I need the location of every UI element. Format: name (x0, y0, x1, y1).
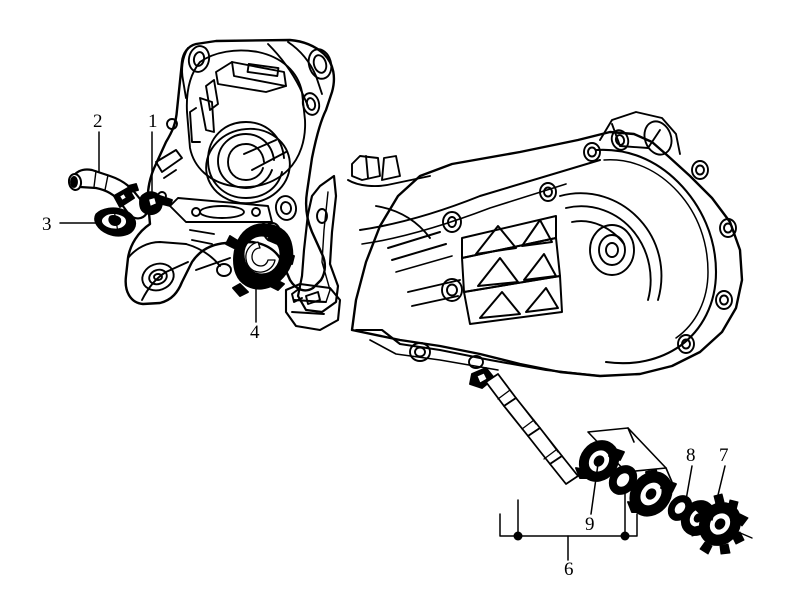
hose-clamp-upper (139, 191, 173, 216)
callout-label-1[interactable]: 1 (148, 111, 158, 132)
callout-label-2[interactable]: 2 (93, 111, 103, 132)
ratchet-gear (627, 469, 677, 517)
leader-9 (590, 463, 599, 515)
left-crankcase-water-pump-cover (124, 38, 336, 306)
leader-7 (711, 465, 726, 521)
crankcase-gasket (291, 174, 340, 314)
hose-clamp-lower (94, 207, 137, 237)
callout-leader-lines (59, 131, 726, 561)
leader-8 (685, 465, 693, 501)
hose-clamp-mid (113, 183, 139, 208)
leader-6-bracket (499, 489, 638, 561)
kick-starter-shaft-assembly (469, 367, 753, 555)
callout-label-7[interactable]: 7 (719, 445, 729, 466)
callout-label-4[interactable]: 4 (250, 322, 260, 343)
water-pump-impeller (225, 221, 295, 297)
callout-label-6[interactable]: 6 (564, 559, 574, 580)
coolant-hose-assembly (67, 168, 173, 237)
callout-label-9[interactable]: 9 (585, 514, 595, 535)
spacer-bushing (608, 465, 638, 495)
callout-label-8[interactable]: 8 (686, 445, 696, 466)
right-crankcase-half (284, 111, 744, 378)
callout-label-3[interactable]: 3 (42, 214, 52, 235)
